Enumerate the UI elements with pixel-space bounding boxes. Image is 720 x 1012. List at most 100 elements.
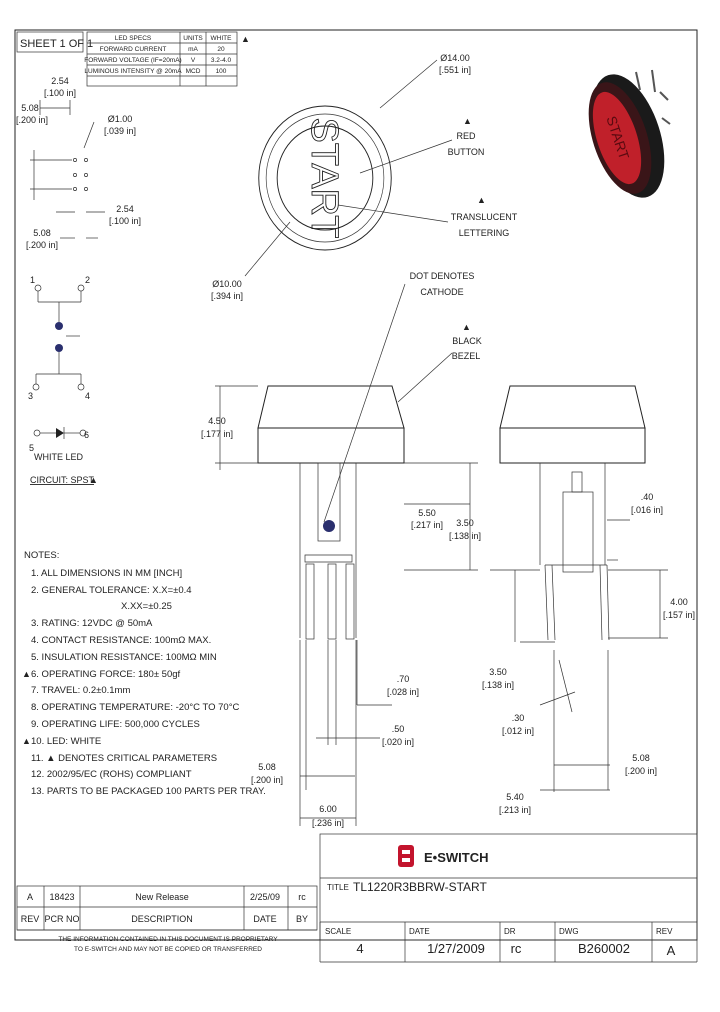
critical-marker-icon: ▲	[463, 116, 472, 126]
notes-block: NOTES: 1. ALL DIMENSIONS IN MM [INCH] 2.…	[22, 550, 266, 797]
dim-height-bezel: 4.50	[208, 416, 226, 426]
led-specs-header-1: UNITS	[183, 35, 203, 42]
dim-pitch-c-in: [.100 in]	[109, 216, 141, 226]
pcb-footprint	[30, 100, 105, 239]
led-specs-header-2: WHITE	[211, 35, 233, 42]
dr-value: rc	[511, 941, 522, 956]
dim-pitch-c: 2.54	[116, 204, 134, 214]
notes-title: NOTES:	[24, 550, 59, 561]
callout-translucent-1: TRANSLUCENT	[451, 212, 518, 222]
revision-table	[16, 885, 318, 931]
callout-translucent-2: LETTERING	[459, 228, 510, 238]
rev-header-date: DATE	[253, 914, 276, 924]
dim-pitch-a-in: [.100 in]	[44, 88, 76, 98]
callout-red-button-1: RED	[456, 131, 476, 141]
callout-dot-denotes-2: CATHODE	[420, 287, 463, 297]
scale-label: SCALE	[325, 927, 351, 936]
dim-h-350b: 3.50	[489, 667, 507, 677]
white-led-label: WHITE LED	[34, 452, 84, 462]
scale-value: 4	[356, 941, 363, 956]
critical-marker-icon: ▲	[462, 322, 471, 332]
top-view: START	[244, 59, 453, 277]
dim-w-040: .40	[641, 492, 654, 502]
note-12: 12. 2002/95/EC (ROHS) COMPLIANT	[31, 769, 192, 780]
disclaimer-line-1: THE INFORMATION CONTAINED IN THIS DOCUME…	[58, 936, 278, 943]
title-label: TITLE	[327, 883, 349, 892]
callout-red-button-2: BUTTON	[448, 147, 485, 157]
rev-row-desc: New Release	[135, 892, 189, 902]
dim-h-550-in: [.217 in]	[411, 520, 443, 530]
rev-row-by: rc	[298, 892, 306, 902]
dim-d-outer-in: [.551 in]	[439, 65, 471, 75]
led-spec-row-1-name: FORWARD VOLTAGE (IF=20mA)	[84, 57, 181, 64]
dim-height-bezel-in: [.177 in]	[201, 429, 233, 439]
callout-black-bezel-1: BLACK	[452, 336, 482, 346]
led-specs-table: LED SPECS UNITS WHITE FORWARD CURRENT mA…	[84, 31, 238, 87]
dim-h-400: 4.00	[670, 597, 688, 607]
dim-h-400-in: [.157 in]	[663, 610, 695, 620]
dim-h-350b-in: [.138 in]	[482, 680, 514, 690]
disclaimer-line-2: TO E-SWITCH AND MAY NOT BE COPIED OR TRA…	[74, 946, 262, 953]
rev-value: A	[667, 943, 676, 958]
dim-w-508b-in: [.200 in]	[625, 766, 657, 776]
rev-header-desc: DESCRIPTION	[131, 914, 193, 924]
dim-d-outer: Ø14.00	[440, 53, 470, 63]
note-2: 2. GENERAL TOLERANCE: X.X=±0.4	[31, 585, 192, 596]
dwg-label: DWG	[559, 927, 579, 936]
note-13: 13. PARTS TO BE PACKAGED 100 PARTS PER T…	[31, 786, 266, 797]
rev-header-pcr: PCR NO	[44, 914, 79, 924]
dim-pitch-b: 5.08	[21, 103, 39, 113]
note-6: 6. OPERATING FORCE: 180± 50gf	[31, 669, 181, 680]
led-spec-row-2-name: LUMINOUS INTENSITY @ 20mA	[84, 68, 182, 75]
pin-number-5: 5	[29, 443, 34, 453]
dim-w-050: .50	[392, 724, 405, 734]
dim-h-350-in: [.138 in]	[449, 531, 481, 541]
note-7: 7. TRAVEL: 0.2±0.1mm	[31, 685, 130, 696]
dim-d-inner-in: [.394 in]	[211, 291, 243, 301]
dim-hole-d-in: [.039 in]	[104, 126, 136, 136]
led-spec-row-2-value: 100	[216, 68, 227, 75]
dim-w-030-in: [.012 in]	[502, 726, 534, 736]
critical-marker-icon: ▲	[89, 475, 98, 485]
rev-header-by: BY	[296, 914, 308, 924]
note-11: 11. ▲ DENOTES CRITICAL PARAMETERS	[31, 753, 217, 764]
dim-hole-d: Ø1.00	[108, 114, 133, 124]
circuit-label: CIRCUIT: SPST	[30, 475, 95, 485]
pin-number-1: 1	[30, 275, 35, 285]
brand-name: E•SWITCH	[424, 850, 489, 865]
dr-label: DR	[504, 927, 516, 936]
date-label: DATE	[409, 927, 430, 936]
rev-row-rev: A	[27, 892, 33, 902]
pin-number-4: 4	[85, 391, 90, 401]
critical-marker-icon: ▲	[241, 34, 250, 44]
dim-w-070-in: [.028 in]	[387, 687, 419, 697]
product-render: START	[588, 69, 671, 198]
dim-pitch-d: 5.08	[33, 228, 51, 238]
dim-w-540: 5.40	[506, 792, 524, 802]
pin-number-6: 6	[84, 430, 89, 440]
dim-pitch-d-in: [.200 in]	[26, 240, 58, 250]
callout-dot-denotes-1: DOT DENOTES	[410, 271, 475, 281]
dim-w-600-in: [.236 in]	[312, 818, 344, 828]
dim-w-508a-in: [.200 in]	[251, 775, 283, 785]
critical-marker-icon: ▲	[22, 736, 31, 746]
rev-row-date: 2/25/09	[250, 892, 280, 902]
critical-marker-icon: ▲	[22, 669, 31, 679]
critical-marker-icon: ▲	[477, 195, 486, 205]
title-block	[319, 833, 698, 963]
drawing-title: TL1220R3BBRW-START	[353, 880, 487, 894]
dim-w-540-in: [.213 in]	[499, 805, 531, 815]
rev-label: REV	[656, 927, 673, 936]
led-spec-row-2-unit: MCD	[186, 68, 201, 75]
dim-pitch-b-in: [.200 in]	[16, 115, 48, 125]
side-view	[490, 385, 668, 792]
dwg-value: B260002	[578, 941, 630, 956]
dim-w-040-in: [.016 in]	[631, 505, 663, 515]
dim-h-550: 5.50	[418, 508, 436, 518]
dim-w-070: .70	[397, 674, 410, 684]
rev-header-rev: REV	[21, 914, 40, 924]
front-view	[215, 283, 478, 826]
dim-d-inner: Ø10.00	[212, 279, 242, 289]
note-1: 1. ALL DIMENSIONS IN MM [INCH]	[31, 568, 182, 579]
